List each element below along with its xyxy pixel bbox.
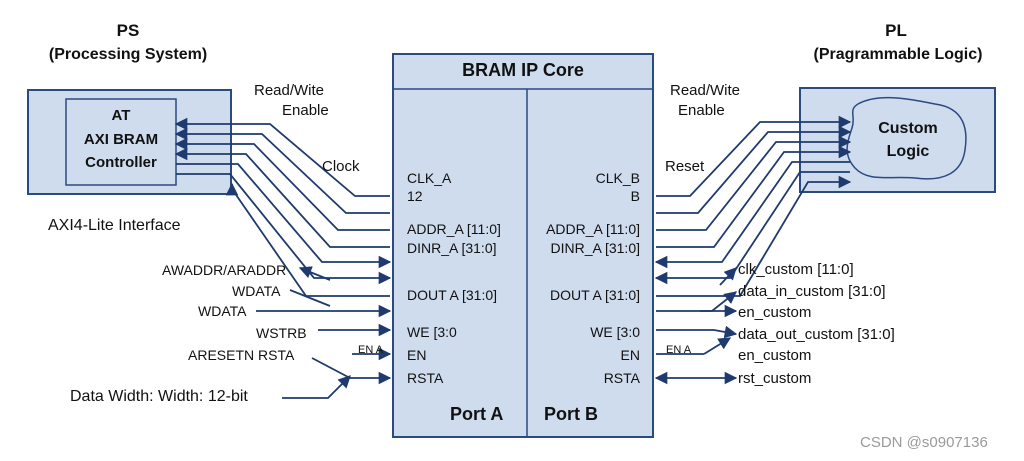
clock-label: Clock [322, 158, 360, 175]
left-rw-line-1: Read/Wite [254, 82, 325, 99]
right-rw-line-1: Read/Wite [670, 82, 741, 99]
ps-conn-2 [174, 127, 390, 214]
pin-b-dout: DOUT A [31:0] [549, 287, 640, 303]
clk-custom-label: clk_custom [11:0] [738, 261, 854, 278]
ps-conn-6 [176, 173, 392, 285]
controller-line-3: Controller [85, 154, 157, 171]
connection-lines [174, 115, 852, 399]
pl-conn-7 [656, 175, 852, 297]
pl-conn-3 [656, 135, 852, 231]
ps-title: PS [116, 21, 140, 40]
clk-custom-line [719, 267, 737, 286]
port-a-label: Port A [450, 404, 504, 424]
watermark: CSDN @s0907136 [860, 434, 988, 451]
awaddr-label: AWADDR/ARADDR [162, 262, 287, 278]
pin-a-addr: ADDR_A [11:0] [407, 221, 501, 237]
ps-subtitle: (Processing System) [48, 46, 208, 63]
axi4-lite-interface-label: AXI4-Lite Interface [48, 217, 181, 234]
pin-b-addr: ADDR_A [11:0] [546, 221, 640, 237]
aresetn-label: ARESETN RSTA [188, 347, 295, 363]
pin-b-clk: CLK_B [595, 170, 640, 186]
data-out-custom-label: data_out_custom [31:0] [738, 326, 895, 343]
pl-conn-1 [656, 115, 852, 197]
pin-b-en: EN [620, 347, 640, 363]
en-b-line [656, 338, 730, 355]
reset-label: Reset [665, 158, 705, 175]
axi-controller-box [65, 98, 177, 186]
ps-conn-4 [174, 147, 390, 248]
ps-conn-3 [174, 137, 390, 231]
pin-a-en: EN [407, 347, 427, 363]
left-rw-line-2: Enable [282, 102, 329, 119]
pin-b-we: WE [3:0 [590, 324, 640, 340]
pl-conn-5 [654, 161, 850, 269]
pin-a-we: WE [3:0 [407, 324, 457, 340]
pl-subtitle: (Pragrammable Logic) [813, 46, 983, 63]
rst-custom-label: rst_custom [738, 370, 812, 387]
rsta-line [311, 357, 392, 385]
pl-conn-4 [656, 145, 852, 248]
awaddr-line [298, 266, 331, 281]
right-rw-line-2: Enable [678, 102, 725, 119]
pl-conn-6 [654, 171, 850, 285]
custom-logic-blob [846, 96, 967, 180]
pin-b-rsta: RSTA [603, 370, 640, 386]
controller-line-1: AT [111, 107, 131, 124]
data-width-label: Data Width: Width: 12-bit [70, 388, 248, 405]
ps-conn-5 [176, 163, 392, 269]
ps-conn-7 [225, 182, 390, 297]
wdata-label-1: WDATA [232, 283, 281, 299]
pl-conn-2 [656, 125, 852, 214]
bram-title: BRAM IP Core [462, 60, 584, 80]
pin-a-dout: DOUT A [31:0] [407, 287, 498, 303]
en-custom-label-2: en_custom [738, 347, 812, 364]
pin-a-12: 12 [407, 188, 423, 204]
custom-logic-line-2: Logic [886, 143, 930, 160]
data-in-custom-label: data_in_custom [31:0] [738, 283, 886, 300]
en-custom-label-1: en_custom [738, 304, 812, 321]
wstrb-label: WSTRB [256, 325, 307, 341]
wdata-line-1 [289, 289, 331, 307]
port-b-label: Port B [544, 404, 598, 424]
pin-b-b: B [630, 188, 640, 204]
pin-b-din: DINR_A [31:0] [550, 240, 641, 256]
ps-conn-1 [174, 117, 390, 197]
data-out-custom-line [656, 325, 738, 339]
bram-box [392, 53, 654, 438]
controller-line-2: AXI BRAM [83, 131, 159, 148]
data-in-custom-line [656, 291, 737, 312]
en-a-right-label: EN A [666, 344, 692, 356]
custom-logic-line-1: Custom [878, 120, 938, 137]
data-width-line [282, 375, 351, 399]
en-a-left-label: EN A [358, 344, 384, 356]
pin-a-clk: CLK_A [407, 170, 452, 186]
pl-title: PL [885, 21, 907, 40]
pin-a-din: DINR_A [31:0] [407, 240, 497, 256]
pin-a-rsta: RSTA [407, 370, 444, 386]
wdata-label-2: WDATA [198, 303, 247, 319]
